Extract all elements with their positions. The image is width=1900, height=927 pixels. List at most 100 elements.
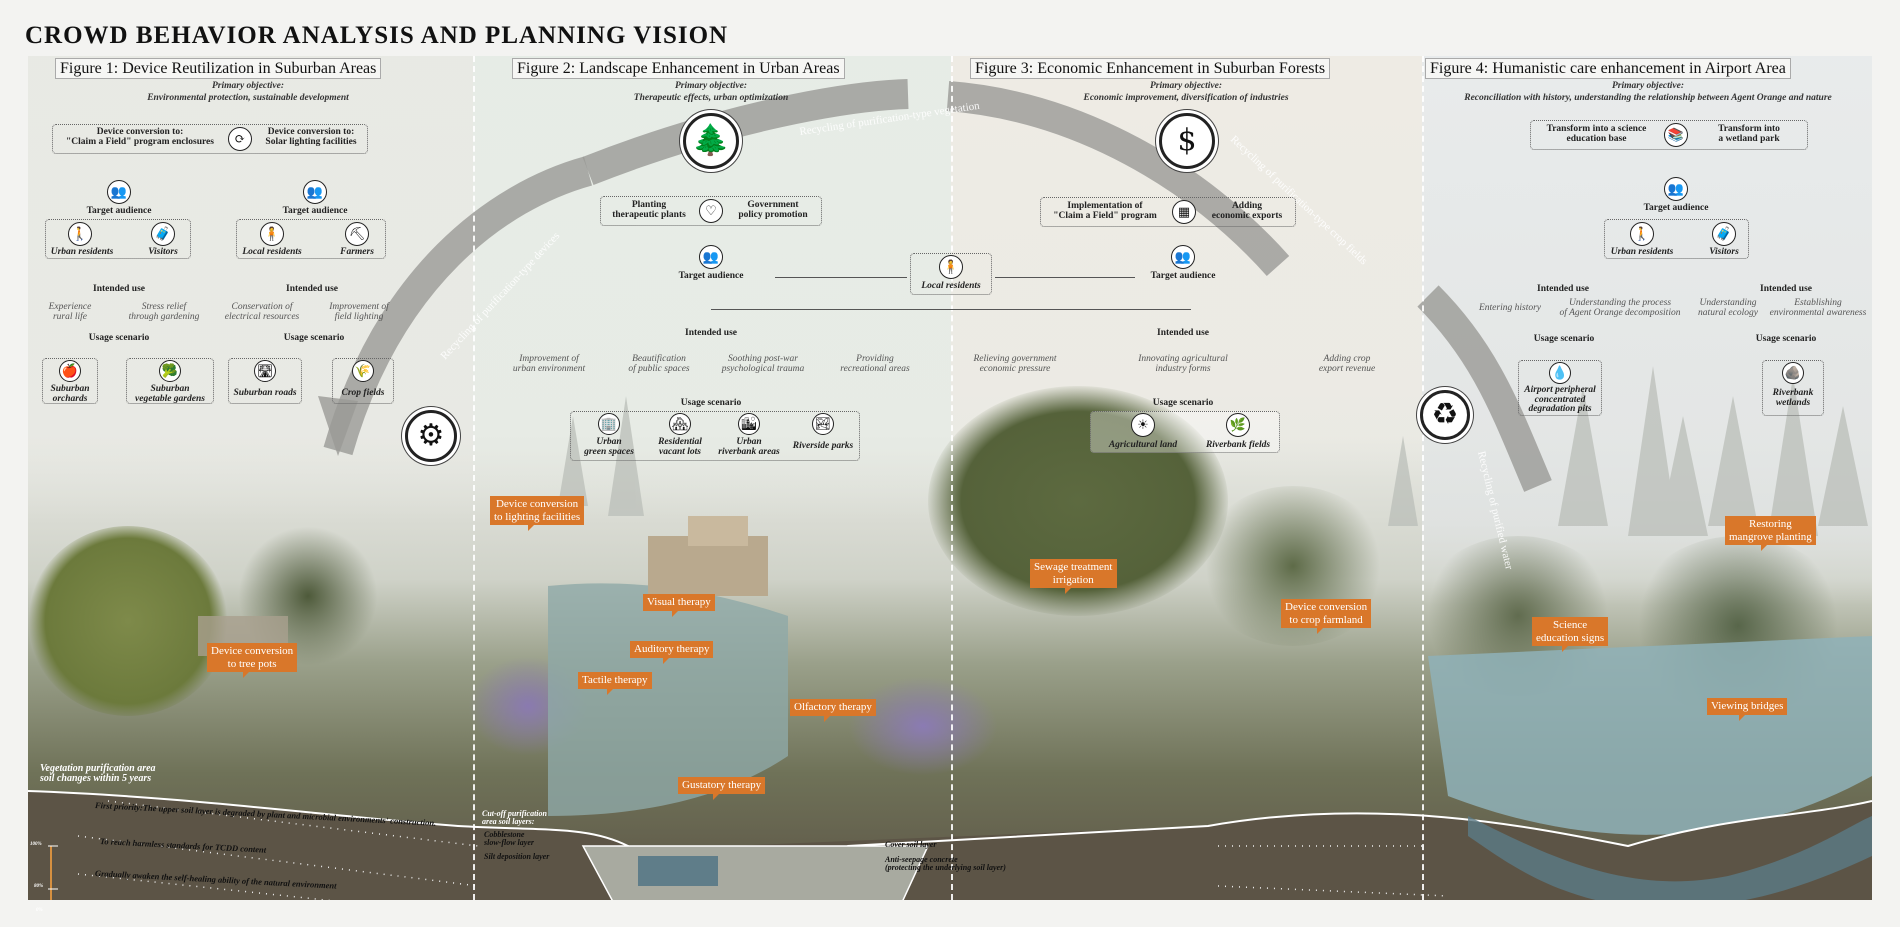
figure-3-title: Figure 3: Economic Enhancement in Suburb… xyxy=(970,58,1331,79)
reed-plants-icon: 🌿 xyxy=(1226,413,1250,437)
sun-farmland-icon: ☀ xyxy=(1131,413,1155,437)
scenario-orchards xyxy=(42,358,98,404)
fig4-audience-box xyxy=(1604,219,1749,259)
callout-olfactory-therapy: Olfactory therapy xyxy=(790,699,876,722)
scale-0: 0% xyxy=(36,908,43,913)
fig1-audience-box-left xyxy=(45,219,191,259)
traveler-luggage-icon: 🧳 xyxy=(151,222,175,246)
scenario-label: Suburban roads xyxy=(233,388,297,398)
recycling-arcs xyxy=(323,79,1552,492)
building xyxy=(688,516,748,546)
panel-divider xyxy=(473,56,475,900)
callout-viewing-bridges: Viewing bridges xyxy=(1707,698,1788,721)
poster-title: CROWD BEHAVIOR ANALYSIS AND PLANNING VIS… xyxy=(25,22,729,49)
walking-resident-icon: 🚶 xyxy=(68,222,92,246)
scenario-degradation-pits xyxy=(1518,360,1602,416)
fig1-conv-left: Device conversion to:"Claim a Field" pro… xyxy=(66,127,214,148)
fig1-intended-use-left: Intended use xyxy=(93,284,145,294)
wetland-stones-icon: 🪨 xyxy=(1782,362,1804,384)
fig4-objective-label: Primary objective: xyxy=(1611,81,1685,91)
audience-local-residents: Local residents xyxy=(921,281,981,291)
fig3-action-box xyxy=(1040,197,1296,227)
scenario-label: Agricultural land xyxy=(1108,440,1178,450)
fig3-objective-label: Primary objective: xyxy=(1149,81,1223,91)
gear-tool-recycle-icon: ⚙ xyxy=(405,410,457,462)
connector-line xyxy=(711,309,1191,310)
scale-80: 80% xyxy=(34,884,44,889)
farmer-icon: ⛏ xyxy=(345,222,369,246)
audience-urban-residents: Urban residents xyxy=(1610,247,1674,257)
arrow-to-local xyxy=(775,277,907,278)
crop-field-icon: 🌾 xyxy=(352,360,374,382)
callout-tactile-therapy: Tactile therapy xyxy=(578,672,652,695)
figure-1-title: Figure 1: Device Reutilization in Suburb… xyxy=(55,58,382,79)
broccoli-icon: 🥦 xyxy=(159,360,181,382)
scene-illustration: Recycling of purification-type devices R… xyxy=(28,79,1872,900)
fig4-objective: Reconciliation with history, understandi… xyxy=(1464,93,1832,103)
scenario-label: Riverside parks xyxy=(792,441,854,451)
fig3-target-audience: Target audience xyxy=(1150,271,1216,281)
fig2-objective: Therapeutic effects, urban optimization xyxy=(633,93,789,103)
building-tree-icon: 🏢 xyxy=(598,413,620,435)
road-icon: 🛣 xyxy=(254,360,276,382)
fig1-intended-use-right: Intended use xyxy=(286,284,338,294)
scenario-label: Crop fields xyxy=(341,388,385,398)
heart-plus-icon: ♡ xyxy=(699,199,723,223)
fig3-usage-scenario: Usage scenario xyxy=(1152,398,1214,408)
pond-section xyxy=(1468,816,1872,900)
refresh-cycle-icon: ⟳ xyxy=(228,127,252,151)
fig1-target-audience-left: Target audience xyxy=(86,206,152,216)
pine-trees-cycle-icon: 🌲 xyxy=(683,113,739,169)
audience-farmers: Farmers xyxy=(340,247,374,257)
fig1-conv-right: Device conversion to:Solar lighting faci… xyxy=(265,127,357,148)
fig1-usage-scenario-left: Usage scenario xyxy=(88,333,150,343)
shared-local-residents-box xyxy=(910,253,992,295)
traveler-luggage-icon: 🧳 xyxy=(1712,222,1736,246)
callout-visual-therapy: Visual therapy xyxy=(643,594,715,617)
books-icon: 📚 xyxy=(1664,123,1688,147)
group-people-icon: 👥 xyxy=(1664,177,1688,201)
river-water xyxy=(548,583,788,816)
audience-urban-residents: Urban residents xyxy=(50,247,114,257)
coin-stack-dollar-icon: $ xyxy=(1159,113,1215,169)
panel-divider xyxy=(951,56,953,900)
figure-4-title: Figure 4: Humanistic care enhancement in… xyxy=(1425,58,1791,79)
group-people-icon: 👥 xyxy=(699,245,723,269)
fig4-action-box xyxy=(1530,120,1808,150)
fig2-intended-use: Intended use xyxy=(685,328,737,338)
fig1-audience-box-right xyxy=(236,219,386,259)
scale-100: 100% xyxy=(30,842,42,847)
fig2-scenario-box xyxy=(570,411,860,461)
residential-buildings-icon: 🏘 xyxy=(669,413,691,435)
field-map-icon: ▦ xyxy=(1172,200,1196,224)
group-people-icon: 👥 xyxy=(303,180,327,204)
city-riverbank-icon: 🏙 xyxy=(738,413,760,435)
cover-soil-label: Cover soil layer xyxy=(885,840,937,849)
fig4-usage-scenario-left: Usage scenario xyxy=(1533,334,1595,344)
scenario-roads xyxy=(228,358,302,404)
group-people-icon: 👥 xyxy=(1171,245,1195,269)
fig4-usage-scenario-right: Usage scenario xyxy=(1755,334,1817,344)
panel-1-bg xyxy=(28,56,473,900)
scenario-riverbank-wetlands xyxy=(1762,360,1824,416)
